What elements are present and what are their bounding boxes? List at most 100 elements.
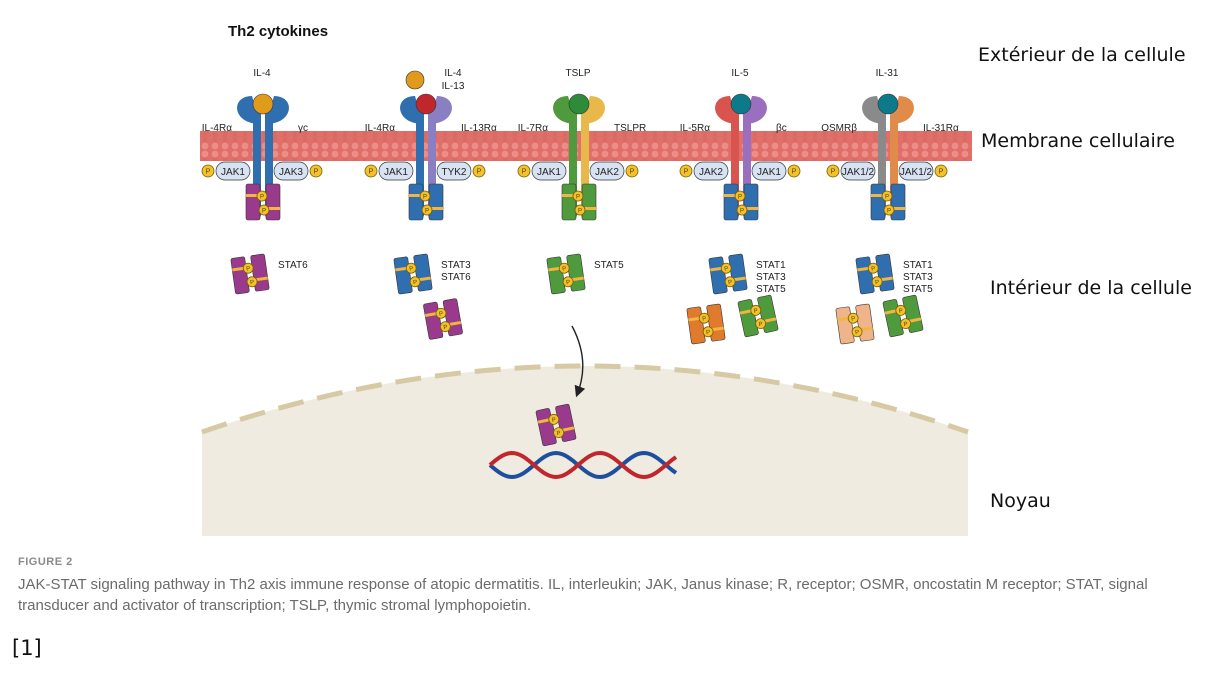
phosphate-circle [405,262,417,274]
stat-dimer-icon: PP [686,303,726,345]
stat-band [582,207,596,210]
phosphate-label: P [409,266,414,273]
phosphate-icon: P [574,204,586,216]
phosphate-circle [256,190,268,202]
stat-band [562,194,576,197]
phosphate-icon: P [242,262,254,274]
stat-dimer-icon: PP [245,183,281,221]
phosphate-label: P [443,325,448,332]
stat-monomer [245,183,261,221]
phosphate-icon: P [625,164,639,178]
right-chain-label: IL-13Rα [461,123,497,134]
right-chain-label: TSLPR [614,123,646,134]
phosphate-circle [409,276,421,288]
phosphate-icon: P [548,413,560,425]
phosphate-circle [625,164,639,178]
phosphate-icon: P [883,204,895,216]
phosphate-icon: P [720,262,732,274]
ligand-label: IL-13 [442,81,465,92]
jak-box [273,161,309,181]
phosphate-circle [755,318,767,330]
jak-label: JAK1 [221,167,245,178]
phosphate-icon: P [435,307,447,319]
phosphate-circle [734,190,746,202]
phosphate-label: P [413,280,418,287]
jak-box [898,161,934,181]
right-chain-head [891,96,914,124]
left-chain-label: IL-4Rα [202,123,232,134]
phosphate-icon: P [558,262,570,274]
phosphate-label: P [684,167,689,176]
stat-label: STAT3 [903,272,933,283]
phosphate-icon: P [734,190,746,202]
stat-monomer [428,183,444,221]
phosphate-icon: P [517,164,531,178]
right-chain-label: βc [776,123,787,134]
jak-box [378,161,414,181]
phosphate-icon: P [409,276,421,288]
phosphate-circle [242,262,254,274]
phosphate-label: P [630,167,635,176]
phosphate-icon: P [702,326,714,338]
phosphate-circle [439,321,451,333]
cytokine-ligand-icon [252,93,274,115]
stat-monomer [265,183,281,221]
phosphate-circle [934,164,948,178]
stat-label: STAT6 [278,260,308,271]
phosphate-circle [309,164,323,178]
stat-monomer [882,299,904,338]
stat-dimer-icon: PP [882,294,924,338]
stat-monomer [546,256,566,295]
phosphate-circle [435,307,447,319]
stat-label: STAT3 [756,272,786,283]
left-chain-head [862,96,885,124]
phosphate-icon: P [679,164,693,178]
jak-label: JAK1/2 [900,167,933,178]
stat-band [232,266,247,272]
ligand-label: IL-4 [253,68,271,79]
phosphate-circle [881,190,893,202]
stat-band [395,266,410,272]
left-chain-head [715,96,738,124]
phosphate-icon: P [364,164,378,178]
phosphate-circle [871,276,883,288]
phosphate-icon: P [900,318,912,330]
right-chain-head [429,96,452,124]
right-chain-label: IL-31Rα [923,123,959,134]
stat-monomer [423,301,444,340]
phosphate-icon: P [256,190,268,202]
phosphate-label: P [314,167,319,176]
phosphate-label: P [740,208,744,214]
phosphate-label: P [423,194,427,200]
left-chain-label: IL-4Rα [365,123,395,134]
stat-dimer-icon: PP [393,253,433,295]
phosphate-label: P [369,167,374,176]
phosphate-icon: P [405,262,417,274]
phosphate-label: P [206,167,211,176]
phosphate-icon: P [439,321,451,333]
stat-band [548,266,563,272]
phosphate-label: P [556,430,561,437]
label-nucleus: Noyau [990,490,1051,512]
jak-box [693,161,729,181]
phosphate-icon: P [755,318,767,330]
phosphate-circle [246,276,258,288]
cytokine-ligand-icon [568,93,590,115]
jak-box [589,161,625,181]
nuclear-stat-dimer: PP [535,403,577,447]
phosphate-circle [867,262,879,274]
left-chain-label: OSMRβ [821,123,857,134]
phosphate-label: P [855,330,860,337]
phosphate-circle [826,164,840,178]
phosphate-icon: P [871,276,883,288]
stat-dimer-icon: PP [230,253,270,295]
phosphate-icon: P [421,204,433,216]
phosphate-label: P [724,266,729,273]
cytokine-ligand-icon [405,70,425,90]
phosphate-icon: P [572,190,584,202]
phosphate-circle [720,262,732,274]
stat-monomer [686,306,706,345]
phosphate-label: P [260,194,264,200]
